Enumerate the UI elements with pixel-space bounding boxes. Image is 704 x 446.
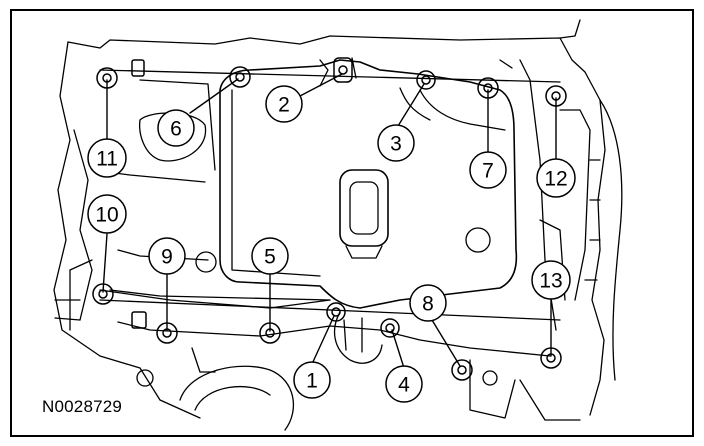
bolt-8	[451, 359, 473, 381]
bolt-2	[333, 57, 353, 83]
bolt-6	[229, 66, 251, 88]
callout-7-label: 7	[482, 160, 494, 183]
bolt-9	[156, 322, 178, 344]
callout-9: 9	[148, 237, 186, 275]
callout-10: 10	[87, 194, 127, 234]
bolt-7	[477, 77, 499, 99]
bolts	[92, 57, 567, 381]
bolt-4	[380, 318, 400, 338]
callout-12-label: 12	[544, 168, 567, 191]
bolt-3	[416, 70, 436, 90]
callout-5-label: 5	[264, 246, 276, 269]
callout-7: 7	[469, 151, 507, 189]
leader-lines	[102, 73, 557, 369]
callout-11-label: 11	[96, 148, 118, 171]
callout-3-label: 3	[390, 133, 402, 156]
bolt-10	[92, 283, 114, 305]
callout-8-label: 8	[422, 293, 434, 316]
callouts: 1 2 3 4 5 6 7 8 9 10 11 12 13	[87, 85, 576, 403]
callout-8: 8	[409, 284, 447, 322]
callout-4-label: 4	[398, 374, 410, 397]
callout-13-label: 13	[539, 270, 562, 293]
callout-3: 3	[377, 124, 415, 162]
bolt-5	[259, 322, 281, 344]
callout-13: 13	[531, 260, 571, 300]
callout-10-label: 10	[95, 204, 118, 227]
callout-1: 1	[293, 361, 331, 399]
figure-id-label: N0028729	[42, 397, 123, 416]
oil-pan-body	[99, 57, 561, 364]
bolt-13	[540, 347, 562, 369]
callout-11: 11	[87, 138, 127, 178]
callout-2-label: 2	[278, 94, 290, 117]
callout-1-label: 1	[306, 370, 318, 393]
figure-frame	[10, 9, 694, 437]
bolt-11	[96, 67, 118, 89]
callout-5: 5	[251, 237, 289, 275]
callout-6: 6	[157, 109, 195, 147]
bolt-12	[545, 85, 567, 107]
callout-12: 12	[536, 158, 576, 198]
bolt-1	[326, 302, 346, 322]
callout-2: 2	[265, 85, 303, 123]
callout-6-label: 6	[170, 118, 182, 141]
callout-4: 4	[385, 365, 423, 403]
callout-9-label: 9	[161, 246, 173, 269]
